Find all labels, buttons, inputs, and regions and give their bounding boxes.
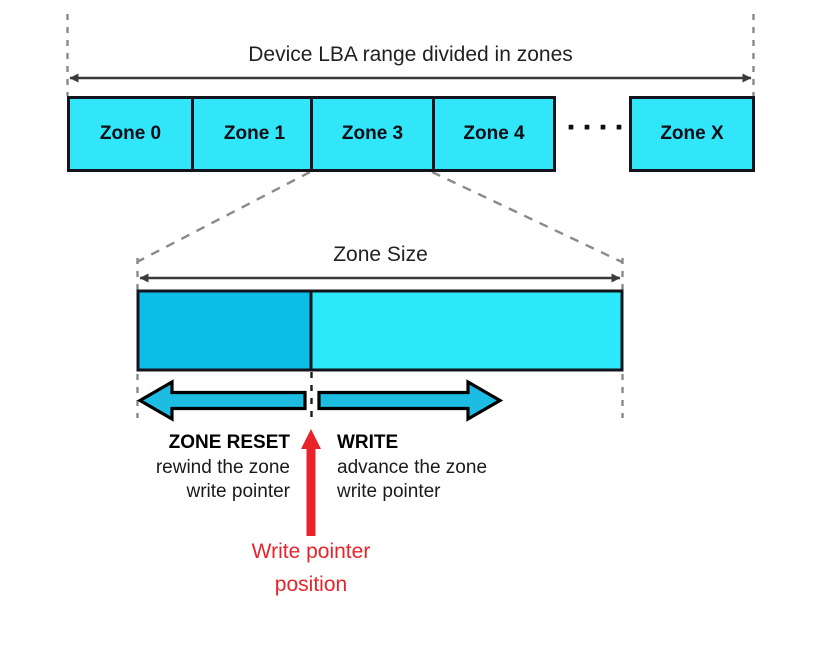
zone-box-x-label: Zone X bbox=[660, 123, 724, 144]
write-line2: write pointer bbox=[337, 481, 441, 502]
zone-box-4[interactable]: Zone 4 bbox=[432, 96, 556, 172]
zone-reset-arrow bbox=[136, 379, 307, 422]
write-pointer-arrow bbox=[301, 429, 321, 536]
write-title: WRITE bbox=[337, 432, 399, 453]
write-pointer-caption-line2: position bbox=[274, 573, 348, 596]
zone-reset-line1: rewind the zone bbox=[155, 457, 290, 478]
zone-box-1[interactable]: Zone 1 bbox=[191, 96, 318, 172]
zone-size-label: Zone Size bbox=[333, 243, 428, 266]
zone-written-region bbox=[136, 289, 313, 372]
zones-ellipsis: ▪ ▪ ▪ ▪ bbox=[567, 117, 625, 138]
zone-box-1-label: Zone 1 bbox=[223, 123, 286, 144]
write-line1: advance the zone bbox=[337, 457, 488, 478]
write-pointer-caption-line1: Write pointer bbox=[251, 540, 371, 563]
zone-reset-line2: write pointer bbox=[186, 481, 291, 502]
zone-reset-title: ZONE RESET bbox=[168, 432, 290, 453]
zone-box-3-label: Zone 3 bbox=[341, 123, 404, 144]
write-arrow bbox=[317, 379, 504, 422]
zone-box-x[interactable]: Zone X bbox=[629, 96, 755, 172]
page-title: Device LBA range divided in zones bbox=[248, 43, 573, 66]
zone-box-3[interactable]: Zone 3 bbox=[310, 96, 435, 172]
zone-box-0[interactable]: Zone 0 bbox=[67, 96, 194, 172]
zone-box-0-label: Zone 0 bbox=[99, 123, 162, 144]
zone-box-4-label: Zone 4 bbox=[463, 123, 525, 144]
zone-unwritten-region bbox=[309, 289, 624, 372]
zoom-connector-right bbox=[431, 170, 623, 264]
